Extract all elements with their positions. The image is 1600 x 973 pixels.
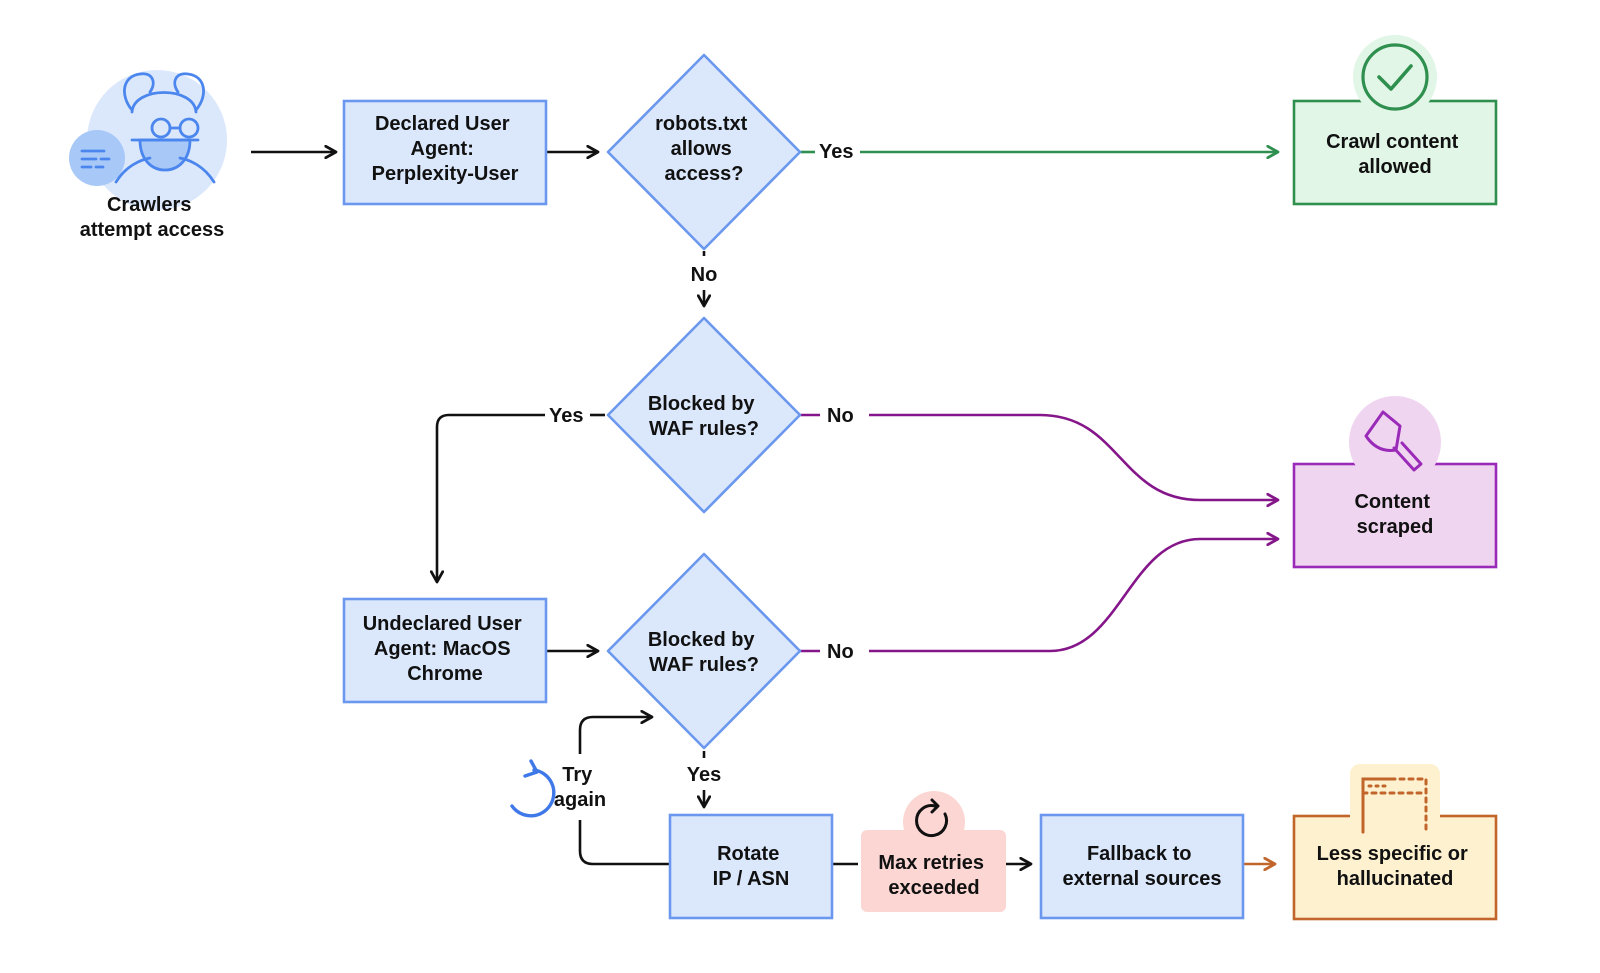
edge-label-robots-yes: Yes (819, 141, 853, 163)
svg-text:Blocked by WAF rules?: Blocked by WAF rules? (648, 393, 760, 440)
node-rotate-ip-asn: Rotate IP / ASN (668, 813, 834, 920)
edge-label-robots-no: No (691, 264, 718, 286)
outcome-content-scraped: Content scraped (1292, 396, 1498, 569)
crawler-avatar-icon (69, 70, 227, 210)
arrow-retry-to-waf2 (578, 717, 652, 754)
outcome-less-specific: Less specific or hallucinated (1292, 764, 1498, 921)
arrow-waf2-no-to-scraped (869, 539, 1278, 653)
checkmark-icon (1361, 43, 1429, 111)
svg-text:Content scraped: Content scraped (1354, 491, 1435, 538)
svg-text:robots.txt allows: robots.txt allows access? (655, 113, 753, 185)
svg-text:Fallback to external sou: Fallback to external sources (1063, 843, 1222, 890)
decision-waf-rules-1: Blocked by WAF rules? (606, 316, 802, 514)
decision-waf-rules-2: Blocked by WAF rules? (606, 552, 802, 750)
node-crawlers-label: Crawlers attempt access (80, 194, 225, 241)
arrow-rotate-retry-bottom (578, 820, 670, 866)
node-max-retries: Max retries exceeded (861, 791, 1006, 912)
svg-text:Undeclared User Agent: M: Undeclared User Agent: MacOS Chrome (363, 613, 528, 685)
refresh-icon (915, 798, 949, 838)
decision-robots-txt: robots.txt allows access? (606, 53, 802, 251)
node-declared-user-agent: Declared User Agent: Perplexity-User (342, 99, 548, 206)
retry-loop-icon (510, 759, 556, 818)
arrow-waf1-yes-to-undeclared (437, 413, 545, 582)
edge-label-waf2-no: No (827, 641, 854, 663)
svg-text:Max retries exceeded: Max retries exceeded (878, 852, 989, 899)
svg-text:Rotate IP / ASN: Rotate IP / ASN (713, 843, 790, 890)
edge-label-waf1-no: No (827, 405, 854, 427)
arrow-waf1-no-to-scraped (869, 413, 1278, 500)
svg-text:Crawl content allowed: Crawl content allowed (1326, 131, 1464, 178)
outcome-crawl-allowed: Crawl content allowed (1292, 35, 1498, 206)
scraper-tool-icon (1364, 410, 1423, 472)
edge-label-waf1-yes: Yes (549, 405, 583, 427)
node-undeclared-user-agent: Undeclared User Agent: MacOS Chrome (342, 597, 548, 704)
svg-text:Blocked by WAF rules?: Blocked by WAF rules? (648, 629, 760, 676)
edge-label-try-again: Try again (554, 764, 606, 811)
browser-window-icon (1361, 777, 1428, 834)
node-fallback-external: Fallback to external sources (1039, 813, 1245, 920)
svg-text:Less specific or halluci: Less specific or hallucinated (1317, 843, 1474, 890)
edge-label-waf2-yes: Yes (687, 764, 721, 786)
svg-text:Declared User Agent:: Declared User Agent: Perplexity-User (372, 113, 519, 185)
connectors (251, 152, 1278, 864)
